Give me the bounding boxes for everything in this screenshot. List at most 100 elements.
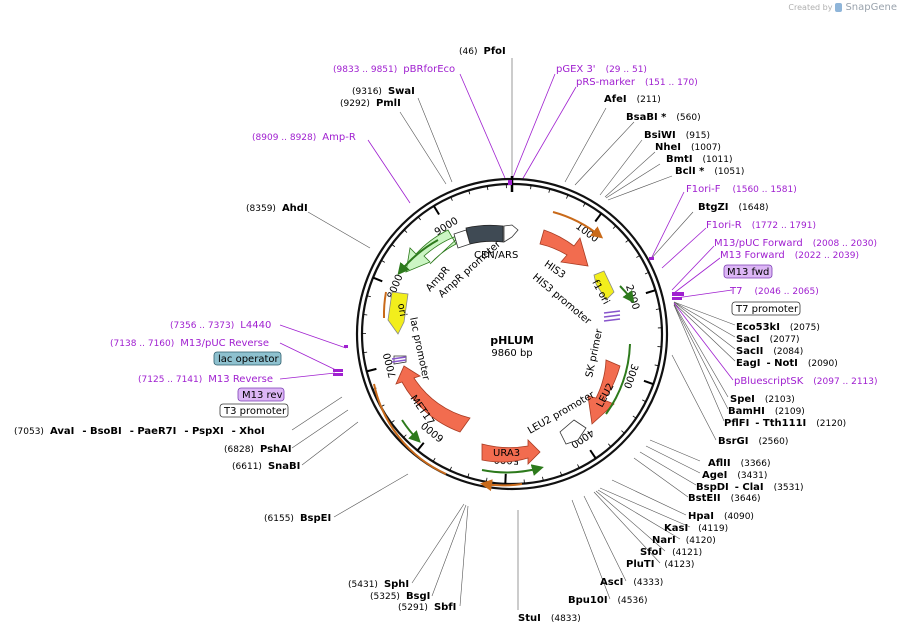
feature-leu2-promoter[interactable] [559,419,587,445]
primer-m13-forward[interactable]: M13 Forward(2022 .. 2039) [720,250,859,261]
enzyme-bsteii[interactable]: BstEII(3646) [688,493,761,504]
minor-tick [560,471,563,476]
enzyme-ahdi[interactable]: (8359)AhdI [246,203,308,214]
minor-tick [468,190,471,195]
enzyme-snabi[interactable]: (6611)SnaBI [232,461,300,472]
enzyme-aflii[interactable]: AflII(3366) [708,458,771,469]
minor-tick [654,364,659,367]
feature-met17[interactable] [395,365,471,433]
enzyme-bamhi[interactable]: BamHI(2109) [728,406,805,417]
enzyme-pshai[interactable]: (6828)PshAI [224,444,292,455]
feature-ura3[interactable] [481,439,541,465]
enzyme-eco53ki[interactable]: Eco53kI(2075) [736,322,820,333]
enzyme-pmli[interactable]: (9292)PmlI [340,98,401,109]
primer-marks [333,180,684,376]
primer-f1ori-f[interactable]: F1ori-F(1560 .. 1581) [686,184,797,195]
enzyme-sphi[interactable]: (5431)SphI [348,579,409,590]
enzyme-asci[interactable]: AscI(4333) [600,577,663,588]
feature-f1-ori[interactable] [593,270,615,301]
enzyme-bsgi[interactable]: (5325)BsgI [370,591,430,602]
feature-his3[interactable] [539,229,589,267]
primer-t7[interactable]: T7(2046 .. 2065) [729,286,819,297]
feature-ampr-promoter[interactable] [453,229,471,249]
primer-l4440[interactable]: (7356 .. 7373)L4440 [170,320,271,331]
minor-tick [417,216,422,221]
feature-label-ura3: URA3 [493,448,520,459]
feature-ori[interactable] [387,291,409,335]
enzyme-sbfi[interactable]: (5291)SbfI [398,602,456,613]
enzyme-btgzi[interactable]: BtgZI(1648) [698,202,768,213]
minor-tick [449,466,452,471]
svg-text:T3 promoter: T3 promoter [223,406,287,417]
primer-prs-marker[interactable]: pRS-marker(151 .. 170) [576,77,698,88]
box-t7-promoter[interactable]: T7 promoter [731,301,801,316]
enzyme-stui[interactable]: StuI(4833) [518,613,581,624]
enzyme-spei[interactable]: SpeI(2103) [730,394,795,405]
primer-pbluescriptsk[interactable]: pBluescriptSK(2097 .. 2113) [734,376,878,387]
lac-promoter-marks [391,356,407,363]
primer-labels: (9833 .. 9851)pBRforEco pGEX 3'(29 .. 51… [110,64,878,387]
minor-tick [577,464,580,469]
enzyme-bsiwi[interactable]: BsiWI(915) [644,130,710,141]
enzyme-pluti[interactable]: PluTI(4123) [626,559,694,570]
enzyme-sfoi[interactable]: SfoI(4121) [640,547,702,558]
feature-label-his3-promoter: HIS3 promoter [530,272,593,328]
enzyme-eagi-noti[interactable]: EagI- NotI(2090) [736,358,838,369]
primer-f1ori-r[interactable]: F1ori-R(1772 .. 1791) [706,220,816,231]
box-t3-promoter[interactable]: T3 promoter [219,403,289,418]
major-tick [594,212,603,223]
minor-tick [621,430,625,434]
enzyme-bmti[interactable]: BmtI(1011) [666,154,732,165]
minor-tick [566,194,569,199]
enzyme-bpu10i[interactable]: Bpu10I(4536) [568,595,647,606]
enzyme-saci[interactable]: SacI(2077) [736,334,800,345]
minor-tick [432,457,436,462]
enzyme-kasi[interactable]: KasI(4119) [664,523,728,534]
major-tick [643,379,654,386]
primer-amp-r[interactable]: (8909 .. 8928)Amp-R [252,132,356,143]
enzyme-afei[interactable]: AfeI(211) [604,94,661,105]
enzyme-bspdi-clai[interactable]: BspDI- ClaI(3531) [696,482,804,493]
primer-m13-reverse[interactable]: (7125 .. 7141)M13 Reverse [138,374,273,385]
feature-ampr[interactable] [405,229,463,273]
enzyme-bsrgi[interactable]: BsrGI(2560) [718,436,788,447]
enzyme-avai-group[interactable]: (7053)AvaI- BsoBI- PaeR7I- PspXI- XhoI [14,426,265,437]
arc-orange-2 [480,479,523,492]
enzyme-nari[interactable]: NarI(4120) [652,535,716,546]
svg-text:M13 rev: M13 rev [242,390,283,401]
primer-pbrforeco[interactable]: (9833 .. 9851)pBRforEco [333,64,455,75]
enzyme-pfoi[interactable]: (46)PfoI [459,46,506,57]
enzyme-bsabi[interactable]: BsaBI *(560) [626,112,701,123]
primer-m13-puc-reverse[interactable]: (7138 .. 7160)M13/pUC Reverse [110,338,269,349]
major-tick [366,367,377,373]
snapgene-credit: Created by SnapGene [788,2,897,13]
feature-sk-primer[interactable] [603,310,621,322]
box-lac-operator[interactable]: lac operator [213,351,282,366]
major-tick [432,205,440,216]
box-m13-fwd[interactable]: M13 fwd [723,264,773,279]
enzyme-agei[interactable]: AgeI(3431) [702,470,767,481]
feature-his3-promoter[interactable] [503,224,519,243]
minor-tick [403,229,408,233]
feature-label-ori: ori [395,303,408,318]
primer-pgex-3[interactable]: pGEX 3'(29 .. 51) [556,64,647,75]
enzyme-sacii[interactable]: SacII(2084) [736,346,803,357]
arc-orange-1 [552,211,604,239]
feature-cen-ars[interactable] [465,224,504,245]
minor-tick [642,399,647,403]
arc-orange-4 [382,291,387,319]
enzyme-hpai[interactable]: HpaI(4090) [688,511,754,522]
major-tick [589,449,597,459]
enzyme-pflfi-tth111i[interactable]: PflFI- Tth111I(2120) [724,418,846,429]
enzyme-bspei[interactable]: (6155)BspEI [264,513,331,524]
credit-text: Created by [788,3,833,12]
enzyme-nhei[interactable]: NheI(1007) [655,142,721,153]
minor-tick [612,225,617,229]
primer-m13-puc-forward[interactable]: M13/pUC Forward(2008 .. 2030) [714,238,877,249]
box-m13-rev[interactable]: M13 rev [237,387,285,402]
arc-green-2 [605,343,631,415]
feature-leu2[interactable] [587,359,621,425]
enzyme-swai[interactable]: (9316)SwaI [352,86,415,97]
minor-tick [467,473,470,478]
enzyme-bcli[interactable]: BclI *(1051) [675,166,744,177]
